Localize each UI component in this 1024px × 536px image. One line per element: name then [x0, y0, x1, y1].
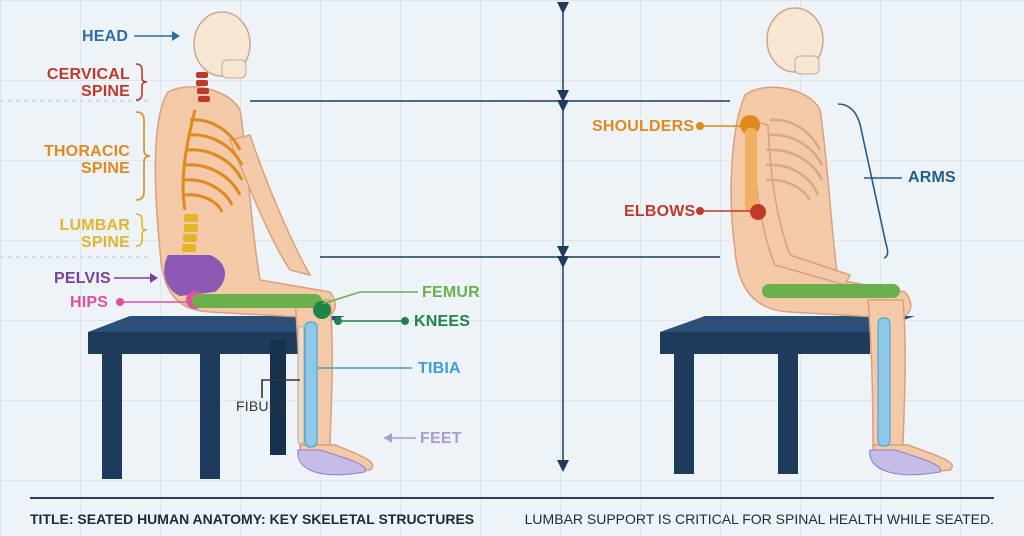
label-pelvis: PELVIS — [54, 270, 111, 287]
left-foot-bones — [297, 449, 367, 476]
label-connectors — [114, 31, 902, 443]
left-pelvis — [164, 255, 226, 296]
label-lumbar-spine: LUMBAR SPINE — [59, 217, 130, 251]
label-tibia: TIBIA — [418, 360, 461, 377]
left-thoracic-spine — [181, 109, 244, 213]
label-elbows: ELBOWS — [624, 203, 696, 220]
left-cervical-spine — [196, 72, 210, 102]
left-chair — [88, 316, 345, 479]
right-foot-bones — [869, 449, 942, 476]
label-fibula: FIBULA — [236, 398, 287, 414]
label-head: HEAD — [82, 28, 129, 45]
footer-title: TITLE: SEATED HUMAN ANATOMY: KEY SKELETA… — [30, 511, 475, 527]
right-body — [730, 86, 953, 472]
label-femur: FEMUR — [422, 284, 480, 301]
footer-note: LUMBAR SUPPORT IS CRITICAL FOR SPINAL HE… — [524, 511, 994, 527]
right-chair — [660, 316, 915, 474]
left-femur — [192, 294, 322, 308]
left-lumbar-spine — [182, 214, 198, 252]
label-arms: ARMS — [908, 169, 956, 186]
left-fibula — [297, 325, 305, 445]
right-tibia — [877, 317, 891, 447]
left-knee — [313, 301, 331, 319]
right-humerus — [745, 128, 757, 212]
label-feet: FEET — [420, 430, 462, 447]
label-hips: HIPS — [70, 294, 109, 311]
footer-divider — [30, 497, 994, 499]
label-cervical-spine: CERVICAL SPINE — [46, 66, 130, 100]
label-shoulders: SHOULDERS — [592, 118, 695, 135]
left-tibia — [304, 321, 318, 448]
label-knees: KNEES — [414, 313, 471, 330]
right-femur — [762, 284, 900, 298]
label-thoracic-spine: THORACIC SPINE — [43, 143, 130, 177]
right-elbow-joint — [750, 204, 766, 220]
right-ribcage — [765, 118, 824, 201]
